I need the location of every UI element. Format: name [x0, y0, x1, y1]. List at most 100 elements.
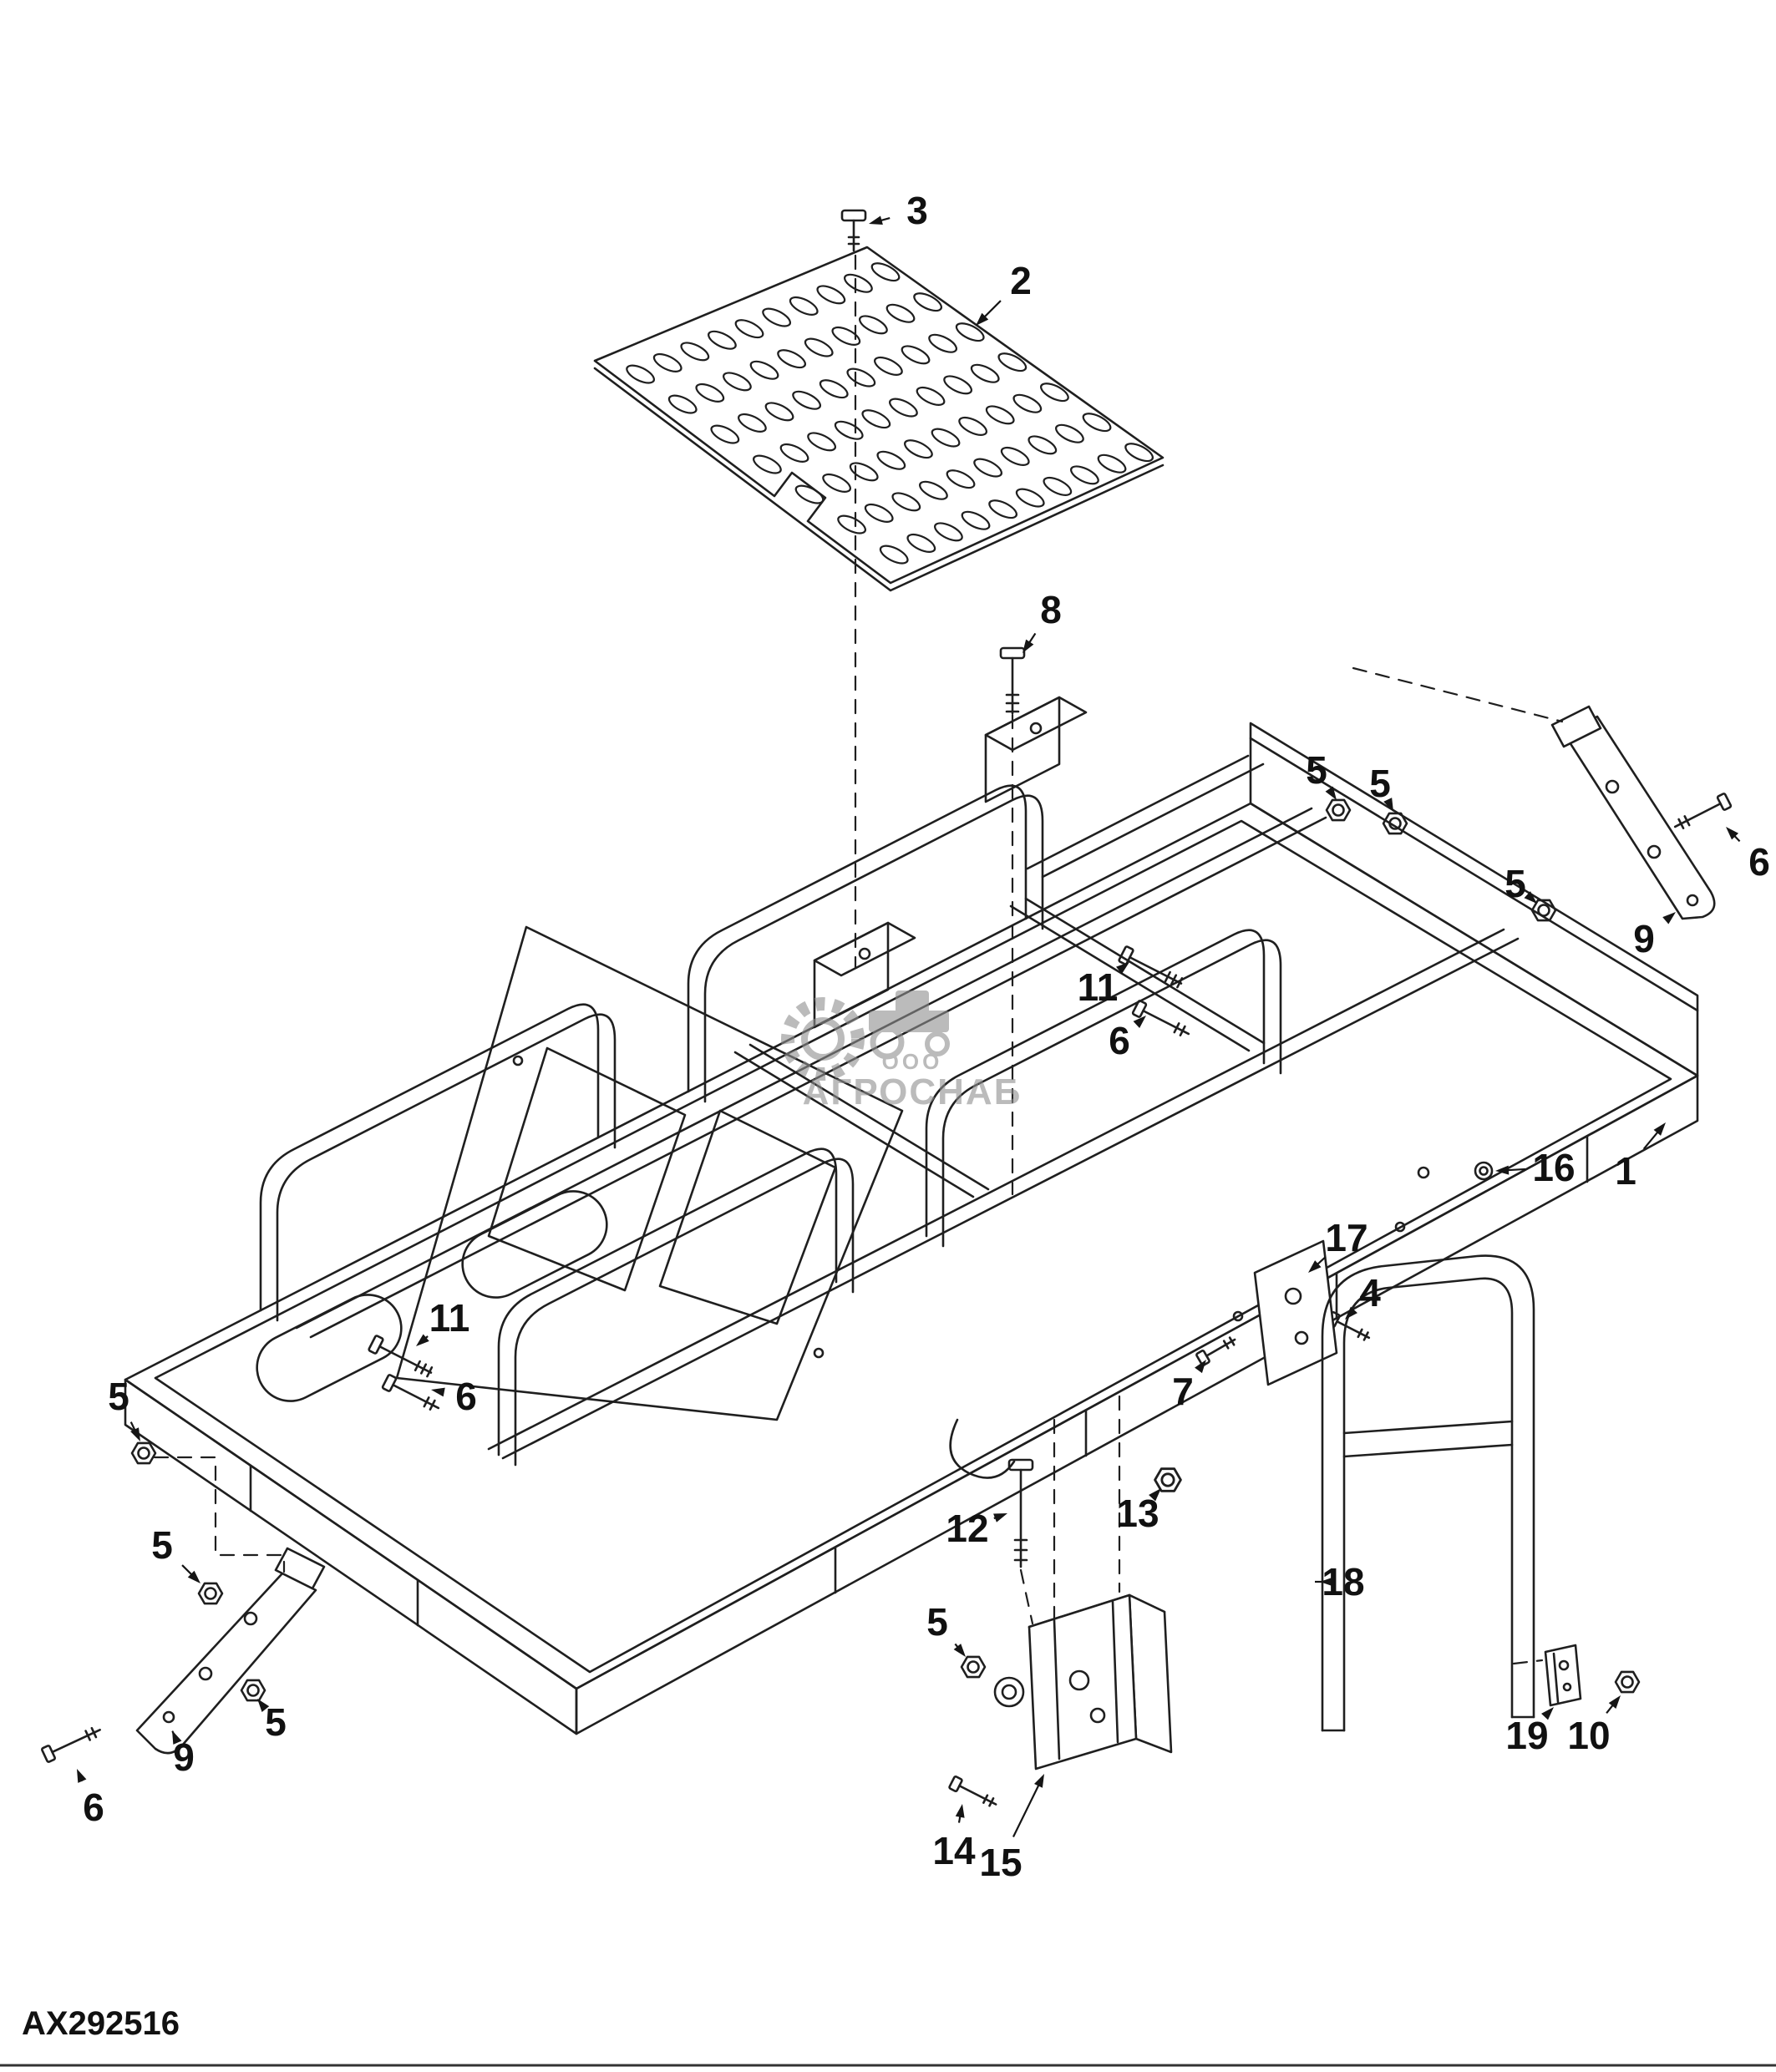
svg-text:2: 2: [1010, 259, 1032, 302]
svg-text:6: 6: [1109, 1019, 1130, 1062]
center-brace: [395, 925, 904, 1421]
svg-text:14: 14: [932, 1829, 976, 1872]
callout-5: 5: [1369, 762, 1393, 812]
mount-plate-17: [1253, 1239, 1338, 1386]
bolt-7: [1195, 1336, 1236, 1366]
svg-text:10: 10: [1567, 1714, 1610, 1757]
svg-text:18: 18: [1322, 1560, 1364, 1603]
bolt-3: [840, 209, 867, 252]
washer-16: [1474, 1161, 1494, 1181]
svg-text:19: 19: [1505, 1714, 1548, 1757]
svg-text:6: 6: [1748, 840, 1770, 884]
nut-13: [1154, 1467, 1182, 1492]
nut-10: [1614, 1670, 1641, 1694]
nut-5: [240, 1679, 266, 1702]
callout-17: 17: [1308, 1216, 1368, 1273]
assembly-guides: [153, 254, 1564, 1665]
callout-5: 5: [1306, 748, 1337, 800]
svg-text:5: 5: [265, 1700, 287, 1744]
mount-tower-rear: [984, 696, 1088, 803]
callout-6: 6: [1109, 1016, 1146, 1062]
callout-11: 11: [416, 1296, 469, 1346]
gear-icon: [781, 997, 865, 1081]
callout-8: 8: [1022, 588, 1062, 653]
callout-7: 7: [1172, 1360, 1206, 1413]
svg-text:9: 9: [1633, 917, 1655, 960]
nut-5: [960, 1655, 987, 1679]
callout-12: 12: [946, 1507, 1007, 1550]
clamp-19: [1544, 1644, 1582, 1707]
handle-18: [1321, 1254, 1535, 1732]
callout-14: 14: [932, 1804, 976, 1872]
svg-text:6: 6: [455, 1375, 477, 1418]
svg-text:5: 5: [151, 1523, 173, 1567]
callout-16: 16: [1495, 1146, 1576, 1189]
bolt-6-bracket-right: [1673, 793, 1733, 829]
callout-9: 9: [1633, 912, 1676, 960]
callout-18: 18: [1315, 1560, 1365, 1603]
callout-10: 10: [1567, 1695, 1621, 1757]
callout-9: 9: [171, 1730, 195, 1779]
watermark: ООО АГРОСНАБ: [781, 990, 1022, 1112]
nut-5: [1530, 899, 1557, 922]
mount-bracket-15: [993, 1593, 1173, 1771]
svg-text:16: 16: [1532, 1146, 1575, 1189]
svg-text:4: 4: [1359, 1271, 1381, 1315]
callout-5: 5: [108, 1375, 140, 1441]
callout-13: 13: [1116, 1488, 1161, 1535]
nut-5: [197, 1582, 224, 1605]
svg-text:5: 5: [1306, 748, 1327, 792]
bushing: [993, 1676, 1025, 1708]
svg-text:12: 12: [946, 1507, 988, 1550]
callout-5: 5: [257, 1699, 287, 1744]
right-wall-panel: [1249, 722, 1699, 1077]
svg-text:5: 5: [926, 1600, 948, 1644]
svg-text:9: 9: [173, 1735, 195, 1779]
callout-1: 1: [1615, 1122, 1666, 1193]
perforated-plate: [595, 247, 1163, 590]
bolt-6-right-pair: [1131, 1000, 1190, 1036]
callout-6: 6: [77, 1769, 104, 1829]
svg-text:13: 13: [1116, 1492, 1159, 1535]
callout-19: 19: [1505, 1707, 1554, 1757]
svg-text:17: 17: [1325, 1216, 1368, 1259]
nut-5: [1325, 798, 1352, 822]
nut-5: [130, 1441, 157, 1465]
watermark-line2: АГРОСНАБ: [803, 1071, 1022, 1112]
bolt-11-right: [1118, 945, 1184, 989]
callout-2: 2: [976, 259, 1032, 326]
deck-slot-1: [256, 1294, 403, 1402]
svg-text:5: 5: [1369, 762, 1391, 805]
callout-5: 5: [1505, 862, 1537, 905]
bolt-14: [948, 1775, 997, 1807]
svg-text:7: 7: [1172, 1370, 1194, 1413]
bolt-6-left-pair: [381, 1374, 440, 1411]
callout-5: 5: [151, 1523, 200, 1583]
support-bracket-9-left: [135, 1547, 326, 1755]
mount-tower-mid: [813, 921, 916, 1029]
svg-text:8: 8: [1040, 588, 1062, 631]
support-bracket-9-right: [1550, 705, 1716, 920]
svg-text:11: 11: [1078, 965, 1119, 1009]
plate-outline: [593, 246, 1165, 585]
callout-6: 6: [431, 1375, 477, 1418]
nut-5: [1382, 812, 1408, 835]
callout-4: 4: [1345, 1271, 1381, 1320]
callout-11: 11: [1078, 962, 1129, 1009]
svg-text:3: 3: [906, 189, 928, 232]
svg-text:5: 5: [1505, 862, 1526, 905]
svg-text:6: 6: [83, 1786, 104, 1829]
callout-15: 15: [979, 1774, 1044, 1884]
main-frame: [124, 696, 1699, 1735]
plate-hole-grid: [622, 261, 1158, 565]
callout-6: 6: [1726, 827, 1770, 884]
svg-text:11: 11: [429, 1296, 470, 1340]
svg-text:5: 5: [108, 1375, 129, 1418]
bolt-11-left: [368, 1335, 434, 1378]
tie-down-hook: [949, 1418, 1016, 1479]
bolt-6-bracket-left: [41, 1726, 101, 1763]
callout-3: 3: [869, 189, 928, 232]
deck-rim-inner: [154, 819, 1672, 1674]
svg-text:1: 1: [1615, 1149, 1636, 1193]
